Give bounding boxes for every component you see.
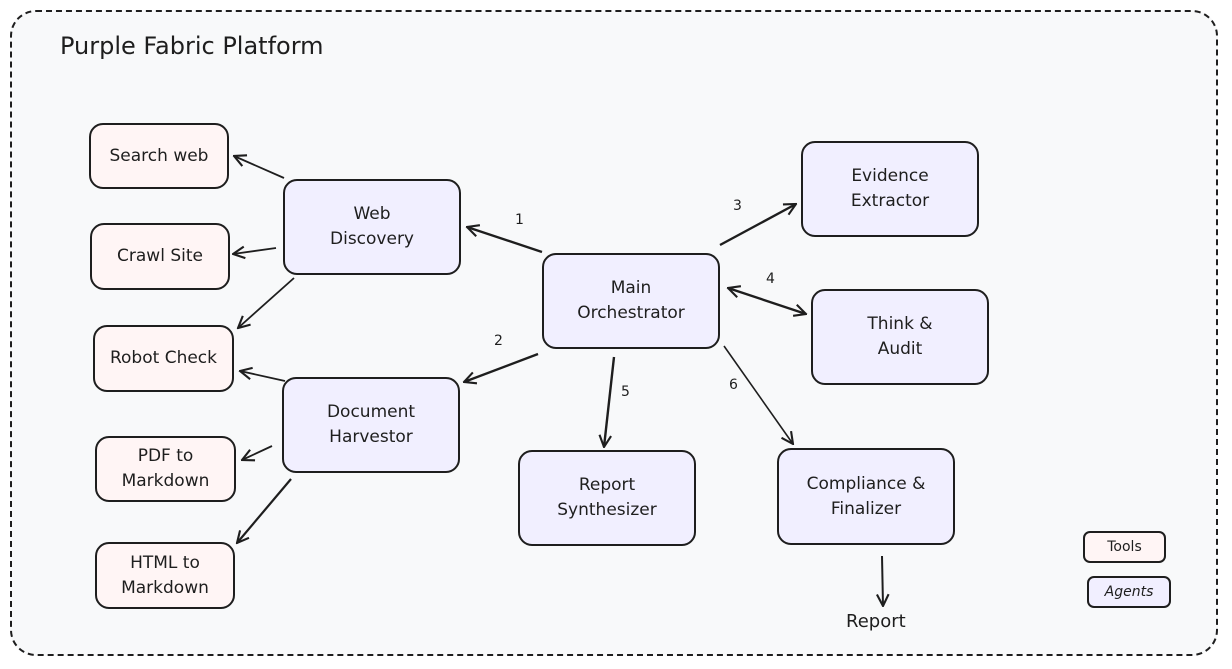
edge-orch-compliance — [723, 345, 793, 444]
edge-orch-think — [728, 288, 806, 314]
edge-web-search — [234, 156, 285, 179]
node-document-harvestor[interactable]: Document Harvestor — [282, 377, 460, 473]
legend-agents: Agents — [1087, 576, 1171, 608]
edge-label-4: 4 — [766, 271, 775, 287]
legend-tools: Tools — [1083, 531, 1166, 563]
node-compliance-finalizer[interactable]: Compliance & Finalizer — [777, 448, 955, 545]
edge-orch-doc — [464, 352, 539, 382]
edge-label-5: 5 — [621, 384, 630, 400]
node-main-orchestrator[interactable]: Main Orchestrator — [542, 253, 720, 349]
edge-orch-report — [604, 356, 616, 447]
edge-compliance-report — [882, 555, 883, 606]
node-web-discovery[interactable]: Web Discovery — [283, 179, 461, 275]
edge-doc-html — [237, 478, 292, 543]
edge-label-1: 1 — [515, 212, 524, 228]
edge-label-3: 3 — [733, 198, 742, 214]
diagram-title: Purple Fabric Platform — [60, 32, 324, 60]
edge-label-6: 6 — [729, 377, 738, 393]
node-html-to-markdown[interactable]: HTML to Markdown — [95, 542, 235, 609]
edge-orch-evidence — [719, 204, 796, 247]
output-report-label: Report — [846, 611, 906, 632]
node-evidence-extractor[interactable]: Evidence Extractor — [801, 141, 979, 237]
edge-label-2: 2 — [494, 333, 503, 349]
edge-web-robot — [238, 277, 295, 328]
edge-web-crawl — [233, 248, 277, 254]
edge-doc-robot — [240, 371, 286, 382]
edge-doc-pdf — [242, 445, 273, 460]
node-pdf-to-markdown[interactable]: PDF to Markdown — [95, 436, 236, 502]
node-robot-check[interactable]: Robot Check — [93, 325, 234, 392]
node-search-web[interactable]: Search web — [89, 123, 229, 189]
node-think-audit[interactable]: Think & Audit — [811, 289, 989, 385]
node-report-synthesizer[interactable]: Report Synthesizer — [518, 450, 696, 546]
edge-orch-web — [467, 227, 543, 254]
node-crawl-site[interactable]: Crawl Site — [90, 223, 230, 290]
